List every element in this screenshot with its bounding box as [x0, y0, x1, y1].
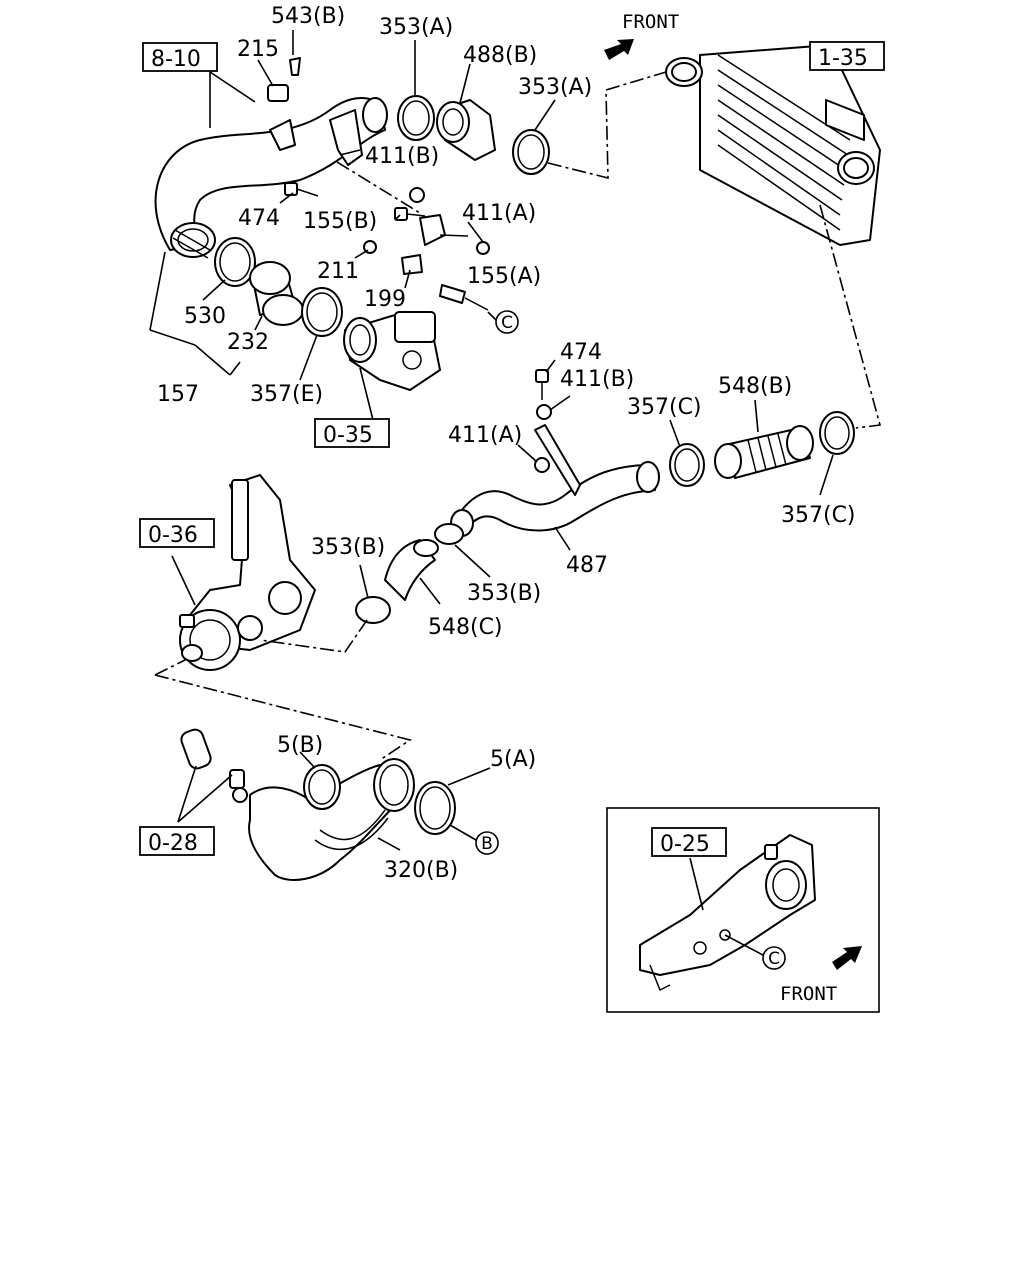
connection-lines — [154, 71, 882, 761]
clamp-5b — [303, 764, 341, 810]
label-357c-2: 357(C) — [781, 503, 856, 528]
label-155a: 155(A) — [467, 264, 541, 289]
turbocharger — [179, 474, 316, 671]
label-474-1: 474 — [238, 206, 280, 231]
upper-hose-assembly — [154, 97, 388, 259]
ref-8-10: 8-10 — [151, 47, 201, 72]
front-arrow-inset — [832, 946, 862, 970]
ref-0-28: 0-28 — [148, 831, 198, 856]
ref-0-25: 0-25 — [660, 832, 710, 857]
label-357e: 357(E) — [250, 382, 323, 407]
label-411a-2: 411(A) — [448, 423, 522, 448]
label-548b: 548(B) — [718, 374, 792, 399]
label-411b-1: 411(B) — [365, 144, 439, 169]
label-357c-1: 357(C) — [627, 395, 702, 420]
clamp-530 — [214, 237, 256, 287]
label-548c: 548(C) — [428, 615, 503, 640]
label-543b: 543(B) — [271, 4, 345, 29]
duct-fittings — [180, 728, 248, 803]
label-488b: 488(B) — [463, 43, 537, 68]
label-232: 232 — [227, 330, 269, 355]
label-215: 215 — [237, 37, 279, 62]
label-5a: 5(A) — [490, 747, 536, 772]
intercooler — [665, 44, 881, 246]
label-199: 199 — [364, 287, 406, 312]
label-155b: 155(B) — [303, 209, 377, 234]
callouts-main: C B — [475, 310, 519, 855]
label-353b-1: 353(B) — [311, 535, 385, 560]
callout-c-inset: C — [768, 949, 780, 969]
callout-c-top: C — [501, 313, 513, 333]
clamp-353b-1 — [355, 596, 391, 624]
label-211: 211 — [317, 259, 359, 284]
clamp-353a-1 — [397, 95, 435, 141]
callout-b-main: B — [481, 834, 493, 854]
label-320b: 320(B) — [384, 858, 458, 883]
ref-0-36: 0-36 — [148, 523, 198, 548]
label-411a-1: 411(A) — [462, 201, 536, 226]
front-arrow-top: FRONT — [604, 11, 679, 60]
label-353b-2: 353(B) — [467, 581, 541, 606]
leader-lines — [149, 30, 834, 851]
clamp-353b-2 — [434, 523, 464, 545]
clamp-357e — [301, 287, 343, 337]
clamp-353a-2 — [512, 129, 550, 175]
reference-boxes: 8-10 1-35 0-35 0-36 0-28 — [139, 41, 885, 856]
label-411b-2: 411(B) — [560, 367, 634, 392]
clamp-5a — [414, 781, 456, 835]
label-157: 157 — [157, 382, 199, 407]
ref-1-35: 1-35 — [818, 46, 868, 71]
part-labels: 543(B) 215 353(A) 488(B) 353(A) 411(B) 4… — [157, 4, 856, 883]
hose-232 — [249, 261, 304, 326]
label-530: 530 — [184, 304, 226, 329]
inset-panel: 0-25 C FRONT — [606, 807, 880, 1013]
pipe-487 — [450, 424, 660, 537]
hose-548c — [384, 539, 439, 601]
label-353a-1: 353(A) — [379, 15, 453, 40]
front-label-inset: FRONT — [780, 983, 837, 1005]
label-474-2: 474 — [560, 340, 602, 365]
hose-548b — [714, 425, 814, 479]
fasteners-pipe-bracket — [534, 369, 552, 473]
label-487: 487 — [566, 553, 608, 578]
exhaust-manifold — [639, 834, 816, 992]
label-353a-2: 353(A) — [518, 75, 592, 100]
ref-0-35: 0-35 — [323, 423, 373, 448]
throttle-body — [343, 311, 441, 391]
label-5b: 5(B) — [277, 733, 323, 758]
hose-488b — [436, 99, 496, 161]
fasteners-upper — [284, 182, 490, 311]
front-label-top: FRONT — [622, 11, 679, 33]
